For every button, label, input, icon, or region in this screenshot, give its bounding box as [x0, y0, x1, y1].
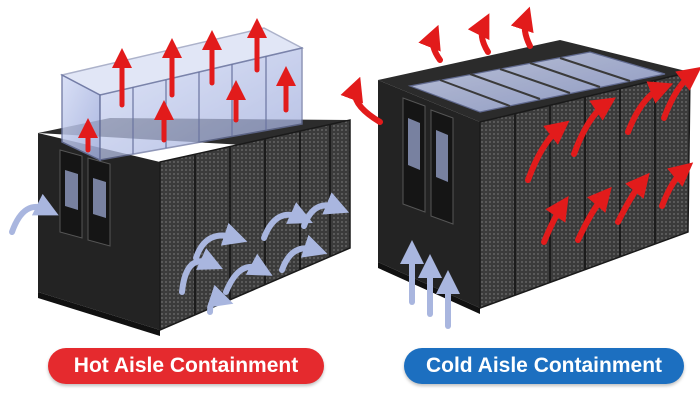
hot-aisle-label: Hot Aisle Containment — [48, 348, 324, 384]
diagram-illustration — [9, 6, 700, 336]
cool-air-arrow-icon — [9, 192, 350, 315]
cold-aisle-label: Cold Aisle Containment — [404, 348, 684, 384]
cold-aisle-glass-roof — [407, 51, 666, 113]
cold-aisle-door — [402, 97, 454, 225]
hot-aisle-door — [59, 149, 111, 247]
cool-air-arrow-icon — [400, 240, 460, 329]
hot-air-arrow-icon — [340, 6, 700, 245]
hot-aisle-cabinet — [38, 118, 351, 336]
hot-air-arrow-icon — [78, 18, 296, 153]
